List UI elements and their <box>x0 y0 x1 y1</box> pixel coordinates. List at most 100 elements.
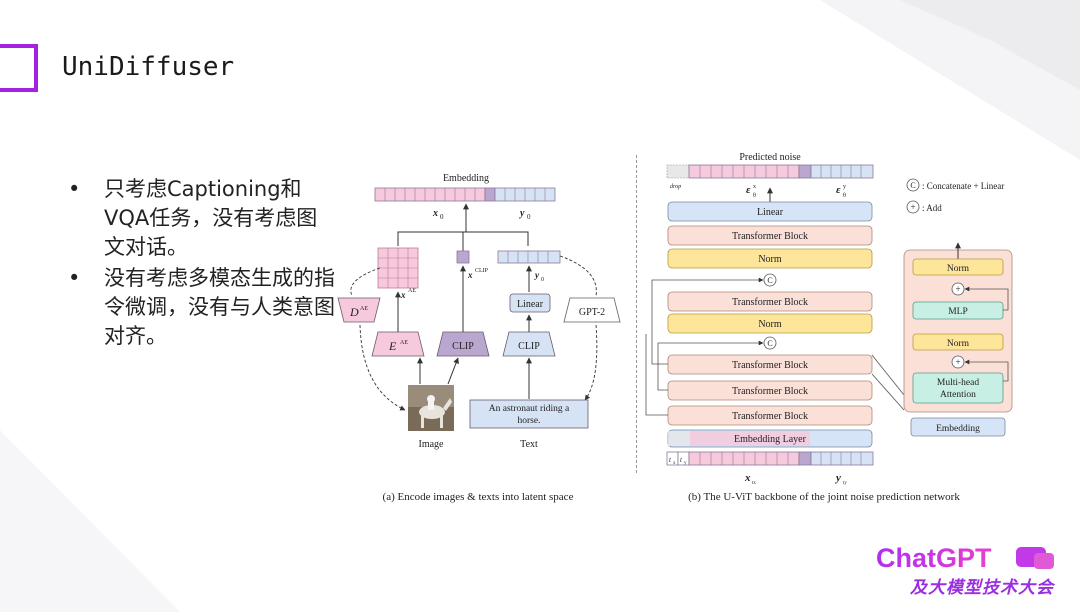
legend-add-icon <box>906 200 920 214</box>
predicted-noise-label: Predicted noise <box>739 152 801 163</box>
eae-label: E <box>388 339 397 353</box>
transformer-block-4 <box>667 380 873 401</box>
ty-label: t <box>680 456 683 464</box>
legend-plus: + <box>910 202 915 212</box>
eps-x-sup: x <box>753 184 756 190</box>
transformer-block-4-label: Transformer Block <box>732 386 808 397</box>
slide-title: UniDiffuser <box>62 52 235 82</box>
concat-node-2 <box>763 336 777 350</box>
title-accent-mark <box>0 44 38 92</box>
linear-block <box>667 201 873 222</box>
horse-image <box>408 385 454 431</box>
text-prompt-line2: horse. <box>518 416 541 426</box>
legend-add-text: : Add <box>922 203 942 213</box>
bullet-item: • 没有考虑多模态生成的指令微调，没有与人类意图对齐。 <box>68 264 338 351</box>
clip-image-label: CLIP <box>452 341 474 352</box>
dae-sup: AE <box>360 306 368 312</box>
y0-label: y <box>519 208 525 219</box>
detail-norm-1 <box>912 258 1004 276</box>
figure-b: Predicted noise drop ε θ x ε θ y C : Con… <box>645 152 1013 503</box>
x0ae-sup: AE <box>408 288 416 294</box>
gpt2-label: GPT-2 <box>579 307 605 318</box>
transformer-block-2 <box>667 291 873 312</box>
x0ae-label: x <box>400 290 406 300</box>
xt-sub: tx <box>752 481 756 486</box>
bullet-dot: • <box>68 177 81 201</box>
bullet-list: • 只考虑Captioning和VQA任务，没有考虑图文对话。 • 没有考虑多模态生… <box>68 175 338 353</box>
logo-main-text: ChatGPT <box>876 543 992 573</box>
image-label: Image <box>419 439 445 450</box>
norm-block-1-label: Norm <box>758 254 782 265</box>
x0-sub: 0 <box>440 213 444 221</box>
embedding-label: Embedding <box>443 173 489 184</box>
text-label: Text <box>520 439 538 450</box>
bullet-text: 只考虑Captioning和VQA任务，没有考虑图文对话。 <box>104 177 318 259</box>
conference-logo: ChatGPT 及大模型技术大会 <box>876 543 1066 603</box>
noise-token-row <box>666 164 874 179</box>
decoder-ae-block <box>337 297 381 323</box>
eps-y-sub: θ <box>843 193 846 199</box>
embedding-layer <box>667 429 873 448</box>
encoder-ae-block <box>371 331 425 357</box>
bullet-text: 没有考虑多模态生成的指令微调，没有与人类意图对齐。 <box>104 266 335 348</box>
ty-sub: y <box>684 461 687 466</box>
concat-node-1-label: C <box>767 276 772 285</box>
image-latent-grid <box>377 247 419 289</box>
x0-label: x <box>432 208 438 219</box>
embedding-layer-label: Embedding Layer <box>734 434 807 445</box>
chat-bubble-icon-2 <box>1034 553 1054 569</box>
clip-text-encoder <box>502 331 556 357</box>
add-node-2 <box>951 355 965 369</box>
concat-node-1 <box>763 273 777 287</box>
transformer-block-3-label: Transformer Block <box>732 360 808 371</box>
clip-token <box>456 250 470 264</box>
tx-label: t <box>669 456 672 464</box>
legend-concat-text: : Concatenate + Linear <box>922 181 1004 191</box>
dae-label: D <box>349 305 359 319</box>
add-node-2-label: + <box>955 357 960 367</box>
detail-norm-2-label: Norm <box>947 339 970 349</box>
detail-attention-line2: Attention <box>940 390 976 400</box>
add-node-1-label: + <box>955 284 960 294</box>
eps-y-label: ε <box>836 184 841 196</box>
legend-c: C <box>910 181 915 190</box>
add-node-1 <box>951 282 965 296</box>
detail-embedding-label: Embedding <box>936 424 980 434</box>
detail-embedding <box>910 417 1006 437</box>
x0clip-sup: CLIP <box>475 268 489 274</box>
x0clip-label: x <box>467 270 473 280</box>
detail-mlp <box>912 301 1004 320</box>
eps-y-sup: y <box>843 184 846 190</box>
norm-block-2 <box>667 313 873 334</box>
y0-label-2: y <box>534 270 540 280</box>
norm-block-2-label: Norm <box>758 319 782 330</box>
xt-label: x <box>744 472 751 484</box>
text-prompt-box <box>469 399 589 429</box>
detail-norm-2 <box>912 333 1004 351</box>
tx-sub: x <box>673 461 676 466</box>
transformer-block-1-label: Transformer Block <box>732 231 808 242</box>
text-prompt-line1: An astronaut riding a <box>489 404 570 414</box>
eps-x-label: ε <box>746 184 751 196</box>
figure-a-caption: (a) Encode images & texts into latent sp… <box>383 491 574 503</box>
gpt2-decoder <box>563 297 621 323</box>
bullet-dot: • <box>68 266 81 290</box>
detail-attention <box>912 372 1004 404</box>
eae-sup: AE <box>400 340 408 346</box>
linear-label-a: Linear <box>517 299 544 310</box>
transformer-block-1 <box>667 225 873 246</box>
yt-sub: ty <box>843 481 847 486</box>
concat-node-2-label: C <box>767 339 772 348</box>
embedding-token-row <box>374 187 556 202</box>
detail-attention-line1: Multi-head <box>937 378 979 388</box>
transformer-block-3 <box>667 354 873 375</box>
drop-label: drop <box>670 184 681 190</box>
input-token-row <box>666 451 874 466</box>
transformer-block-2-label: Transformer Block <box>732 297 808 308</box>
legend-concat-icon <box>906 178 920 192</box>
detail-norm-1-label: Norm <box>947 264 970 274</box>
clip-text-label: CLIP <box>518 341 540 352</box>
bullet-item: • 只考虑Captioning和VQA任务，没有考虑图文对话。 <box>68 175 338 262</box>
figure-divider <box>636 155 637 473</box>
